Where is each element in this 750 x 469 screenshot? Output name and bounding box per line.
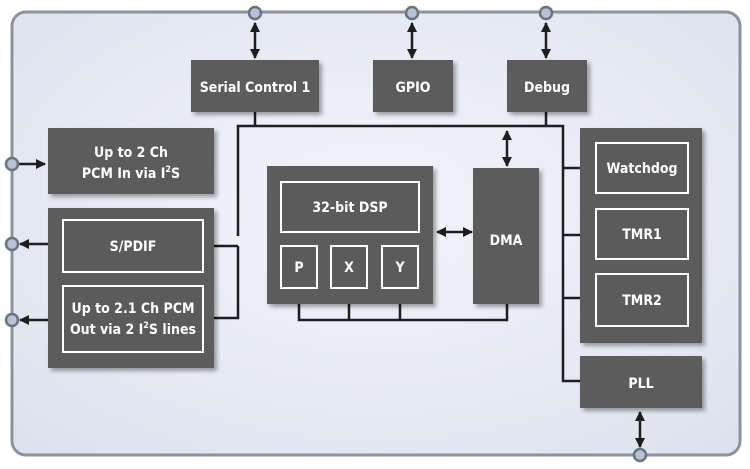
memory-x-label: X xyxy=(344,260,354,276)
watchdog-label: Watchdog xyxy=(606,161,677,177)
serial-control-label: Serial Control 1 xyxy=(200,80,311,96)
memory-y-label: Y xyxy=(394,260,405,276)
pcm-in-pin xyxy=(4,156,20,172)
gpio-block: GPIO xyxy=(373,60,453,112)
dma-label: DMA xyxy=(490,233,523,249)
memory-x-block xyxy=(330,245,368,289)
tmr1-label: TMR1 xyxy=(622,227,662,243)
tmr2-label: TMR2 xyxy=(622,293,662,309)
pcm-in-line2: PCM In via I2S xyxy=(82,165,180,182)
dma-block: DMA xyxy=(473,168,539,304)
timers-group: Watchdog TMR1 TMR2 xyxy=(580,128,702,343)
audio-output-group: S/PDIF Up to 2.1 Ch PCM Out via 2 I2S li… xyxy=(48,208,214,368)
pcm-out-block xyxy=(62,285,204,353)
dsp-core-block xyxy=(280,181,420,233)
arrows xyxy=(19,22,645,448)
pcm-in-block: Up to 2 Ch PCM In via I2S xyxy=(48,128,214,194)
tmr1-block xyxy=(595,208,689,260)
spdif-block xyxy=(62,219,204,273)
top-bus-line xyxy=(236,124,565,236)
dsp-group: 32-bit DSP P X Y xyxy=(267,166,433,304)
pll-label: PLL xyxy=(628,376,653,392)
gpio-pin xyxy=(404,5,420,21)
tmr2-block xyxy=(595,273,689,327)
pcm-in-line1: Up to 2 Ch xyxy=(94,145,168,161)
debug-block: Debug xyxy=(507,60,587,112)
memory-y-block xyxy=(381,245,419,289)
pcm-out-pin xyxy=(4,312,20,328)
pcm-out-line2: Out via 2 I2S lines xyxy=(70,321,196,338)
debug-label: Debug xyxy=(524,80,570,96)
debug-pin xyxy=(538,5,554,21)
spdif-label: S/PDIF xyxy=(110,239,157,255)
memory-p-label: P xyxy=(294,260,303,276)
pcm-out-bus-link xyxy=(203,246,240,320)
pll-pin xyxy=(632,447,648,463)
dsp-label: 32-bit DSP xyxy=(312,200,387,216)
gpio-label: GPIO xyxy=(396,80,431,96)
memory-p-block xyxy=(280,245,318,289)
watchdog-block xyxy=(595,142,689,194)
pins xyxy=(4,5,648,463)
spdif-pin xyxy=(4,236,20,252)
timer-bus-link xyxy=(561,168,580,383)
pll-block: PLL xyxy=(580,356,702,408)
pcm-out-line1: Up to 2.1 Ch PCM xyxy=(72,301,195,317)
serial-control-pin xyxy=(247,5,263,21)
serial-control-block: Serial Control 1 xyxy=(191,60,319,112)
